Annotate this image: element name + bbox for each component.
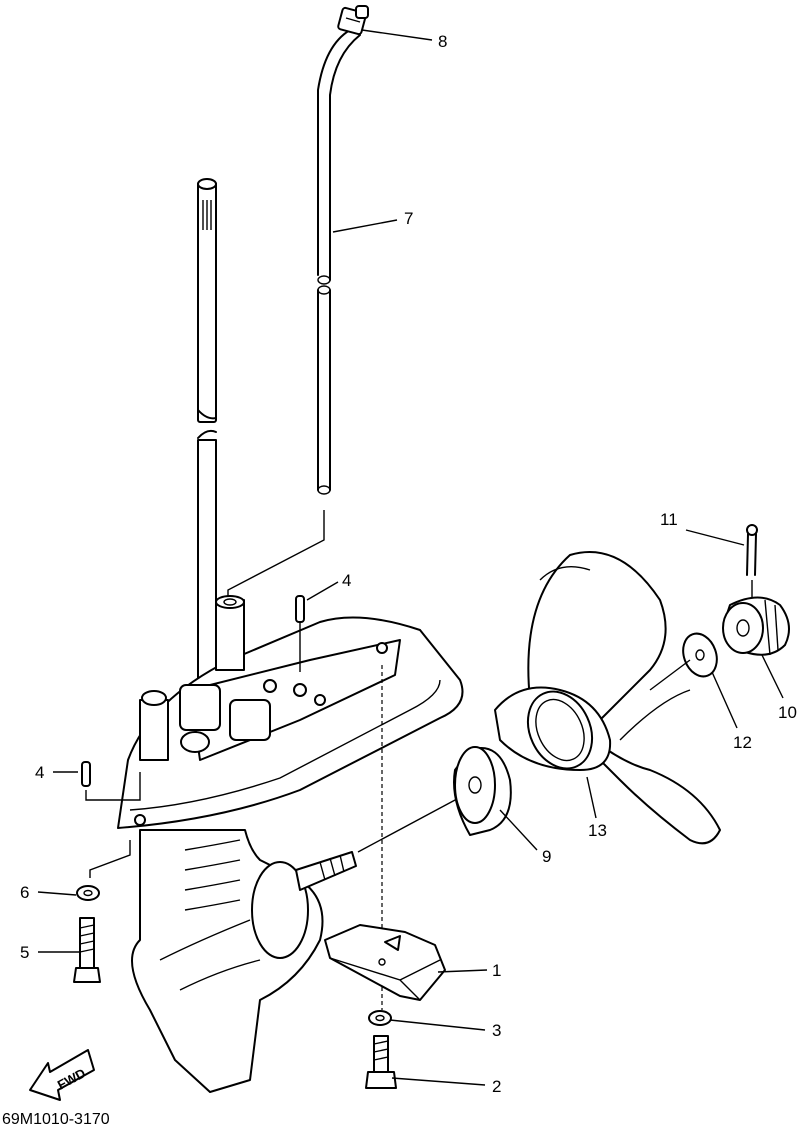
dowel-pin-lower — [81, 761, 91, 787]
callout-8: 8 — [438, 32, 447, 51]
fwd-arrow-icon: FWD — [29, 1049, 95, 1101]
drive-shaft — [197, 178, 217, 691]
leader-lines — [37, 29, 784, 1086]
thrust-washer — [453, 746, 512, 836]
washer-6 — [76, 885, 100, 901]
callout-3: 3 — [492, 1021, 501, 1040]
callout-12: 12 — [733, 733, 752, 752]
shaft-guide-line — [357, 791, 471, 853]
diagram-code: 69M1010-3170 — [2, 1111, 110, 1127]
prop-guide-line — [649, 659, 691, 691]
callout-5: 5 — [20, 943, 29, 962]
callout-11: 11 — [660, 510, 678, 529]
washer-12 — [682, 632, 718, 678]
callout-9: 9 — [542, 847, 551, 866]
dowel-pin-upper — [295, 595, 305, 623]
callout-1: 1 — [492, 961, 501, 980]
callout-4-lower: 4 — [35, 763, 44, 782]
propeller-nut — [722, 596, 790, 656]
anode — [324, 924, 446, 1001]
bolt-5 — [73, 917, 101, 983]
callout-10: 10 — [778, 703, 797, 722]
lower-casing — [117, 595, 464, 1093]
callout-6: 6 — [20, 883, 29, 902]
callout-4-upper: 4 — [342, 571, 351, 590]
washer-3 — [368, 1010, 392, 1026]
cotter-pin — [746, 524, 758, 598]
propeller — [494, 551, 721, 845]
water-tube — [317, 29, 361, 495]
bolt-2 — [365, 1035, 397, 1089]
bolt-guide-line — [89, 840, 131, 878]
pin-guide-line-lower — [85, 772, 141, 801]
tube-guide-line — [227, 510, 325, 605]
callout-7: 7 — [404, 209, 413, 228]
callout-2: 2 — [492, 1077, 501, 1096]
callout-13: 13 — [588, 821, 607, 840]
tube-grommet — [337, 5, 369, 36]
